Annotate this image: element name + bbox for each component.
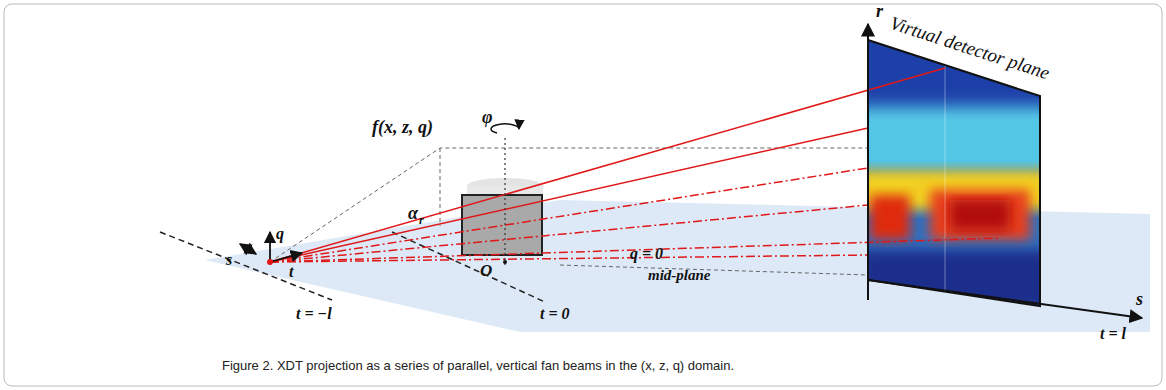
mid-plane-sheet <box>205 200 1150 332</box>
plane-label: mid-plane <box>648 268 711 283</box>
axis-label: s <box>226 252 232 268</box>
plane-label: q = 0 <box>630 246 663 262</box>
t-axis <box>270 253 302 262</box>
dashed-line <box>160 232 332 300</box>
fan-rays <box>270 68 1000 262</box>
s-axis <box>868 280 1142 318</box>
rotation-arrow <box>491 124 519 133</box>
axis-label: s <box>1136 290 1143 308</box>
position-label: t = −l <box>296 306 332 322</box>
source-point <box>267 259 273 265</box>
fan-outline <box>560 265 868 275</box>
detector-plane: Virtual detector plane <box>868 4 1048 104</box>
axis-label: q <box>276 226 284 242</box>
axis-label: t <box>289 264 293 280</box>
figure-border <box>4 4 1162 386</box>
s-axis-small <box>240 244 256 254</box>
position-label: t = l <box>1100 326 1126 342</box>
r-axis <box>867 24 869 300</box>
origin-label: O <box>480 262 492 279</box>
detector-line <box>945 66 946 292</box>
fan-outline <box>270 148 868 262</box>
rotation-label: φ <box>482 108 493 126</box>
angle-label: α <box>408 204 418 222</box>
fan-outline <box>440 148 441 226</box>
detector-title: Virtual detector plane <box>887 12 1052 84</box>
position-label: t = 0 <box>540 306 570 322</box>
figure-caption: Figure 2. XDT projection as a series of … <box>222 358 734 373</box>
rotation-axis <box>504 138 505 268</box>
function-label: f(x, z, q) <box>372 118 433 136</box>
q-axis <box>269 232 271 262</box>
angle-subscript: r <box>419 214 424 226</box>
axis-label: r <box>876 2 883 20</box>
detector-frame <box>868 40 1040 306</box>
origin-point <box>503 260 507 264</box>
